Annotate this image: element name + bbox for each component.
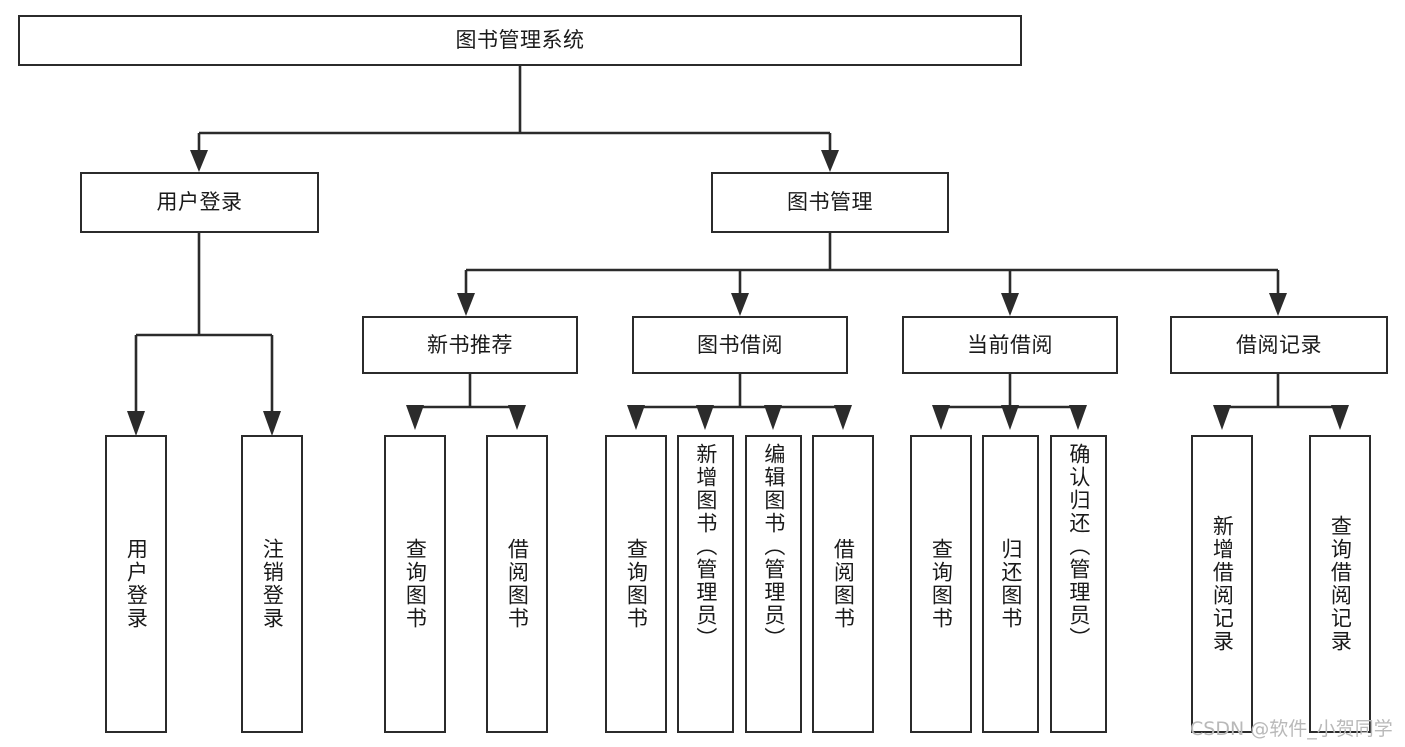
node-leaf-confirm-return-admin-label: 确认归还（管理员） <box>1066 443 1091 650</box>
node-leaf-query-borrow-record-label: 查询借阅记录 <box>1328 515 1353 653</box>
node-leaf-user-login-label: 用户登录 <box>124 538 149 630</box>
node-leaf-confirm-return-admin[interactable]: 确认归还（管理员） <box>1050 435 1107 733</box>
node-book-borrow-label: 图书借阅 <box>697 332 783 357</box>
node-book-management[interactable]: 图书管理 <box>711 172 949 233</box>
node-user-login-label: 用户登录 <box>156 190 243 214</box>
node-book-management-label: 图书管理 <box>787 190 873 214</box>
arrowhead-leaf-user-login <box>127 411 145 436</box>
node-root[interactable]: 图书管理系统 <box>18 15 1022 66</box>
arrowhead-leaf-add-book-admin <box>696 405 714 430</box>
arrowhead-leaf-confirm-return <box>1069 405 1087 430</box>
node-leaf-query-book-3[interactable]: 查询图书 <box>910 435 972 733</box>
arrowhead-leaf-query-book-3 <box>932 405 950 430</box>
arrowhead-leaf-borrow-book-1 <box>508 405 526 430</box>
arrowhead-leaf-add-borrow-record <box>1213 405 1231 430</box>
node-leaf-query-book-1-label: 查询图书 <box>403 538 428 630</box>
node-leaf-query-book-3-label: 查询图书 <box>929 538 954 630</box>
node-leaf-query-book-2-label: 查询图书 <box>624 538 649 630</box>
arrowhead-leaf-query-borrow-record <box>1331 405 1349 430</box>
watermark-text: CSDN @软件_小贺同学 <box>1190 718 1393 740</box>
node-leaf-query-book-1[interactable]: 查询图书 <box>384 435 446 733</box>
node-new-book-recommend[interactable]: 新书推荐 <box>362 316 578 374</box>
node-leaf-logout-login[interactable]: 注销登录 <box>241 435 303 733</box>
node-leaf-borrow-book-2[interactable]: 借阅图书 <box>812 435 874 733</box>
node-leaf-query-book-2[interactable]: 查询图书 <box>605 435 667 733</box>
arrowhead-leaf-return-book <box>1001 405 1019 430</box>
node-current-borrow-label: 当前借阅 <box>967 332 1053 357</box>
node-root-label: 图书管理系统 <box>455 28 585 52</box>
arrowhead-leaf-query-book-1 <box>406 405 424 430</box>
node-leaf-add-book-admin-label: 新增图书（管理员） <box>693 443 718 650</box>
node-leaf-logout-login-label: 注销登录 <box>260 538 285 630</box>
arrowhead-new-book-recommend <box>457 293 475 316</box>
node-leaf-return-book-label: 归还图书 <box>998 538 1023 630</box>
arrowhead-leaf-logout-login <box>263 411 281 436</box>
node-user-login[interactable]: 用户登录 <box>80 172 319 233</box>
node-leaf-user-login[interactable]: 用户登录 <box>105 435 167 733</box>
node-leaf-borrow-book-1-label: 借阅图书 <box>505 538 530 630</box>
node-new-book-recommend-label: 新书推荐 <box>427 332 513 357</box>
node-leaf-add-borrow-record-label: 新增借阅记录 <box>1210 515 1235 653</box>
node-current-borrow[interactable]: 当前借阅 <box>902 316 1118 374</box>
node-leaf-edit-book-admin-label: 编辑图书（管理员） <box>761 443 786 650</box>
node-leaf-add-borrow-record[interactable]: 新增借阅记录 <box>1191 435 1253 733</box>
arrowhead-leaf-borrow-book-2 <box>834 405 852 430</box>
node-leaf-edit-book-admin[interactable]: 编辑图书（管理员） <box>745 435 802 733</box>
node-leaf-borrow-book-1[interactable]: 借阅图书 <box>486 435 548 733</box>
arrowhead-book-borrow <box>731 293 749 316</box>
node-borrow-record[interactable]: 借阅记录 <box>1170 316 1388 374</box>
node-leaf-return-book[interactable]: 归还图书 <box>982 435 1039 733</box>
node-book-borrow[interactable]: 图书借阅 <box>632 316 848 374</box>
arrowhead-user-login <box>190 150 208 172</box>
arrowhead-borrow-record <box>1269 293 1287 316</box>
arrowhead-leaf-edit-book-admin <box>764 405 782 430</box>
arrowhead-current-borrow <box>1001 293 1019 316</box>
node-leaf-add-book-admin[interactable]: 新增图书（管理员） <box>677 435 734 733</box>
node-leaf-query-borrow-record[interactable]: 查询借阅记录 <box>1309 435 1371 733</box>
arrowhead-book-management <box>821 150 839 172</box>
arrowhead-leaf-query-book-2 <box>627 405 645 430</box>
node-leaf-borrow-book-2-label: 借阅图书 <box>831 538 856 630</box>
node-borrow-record-label: 借阅记录 <box>1236 332 1322 357</box>
